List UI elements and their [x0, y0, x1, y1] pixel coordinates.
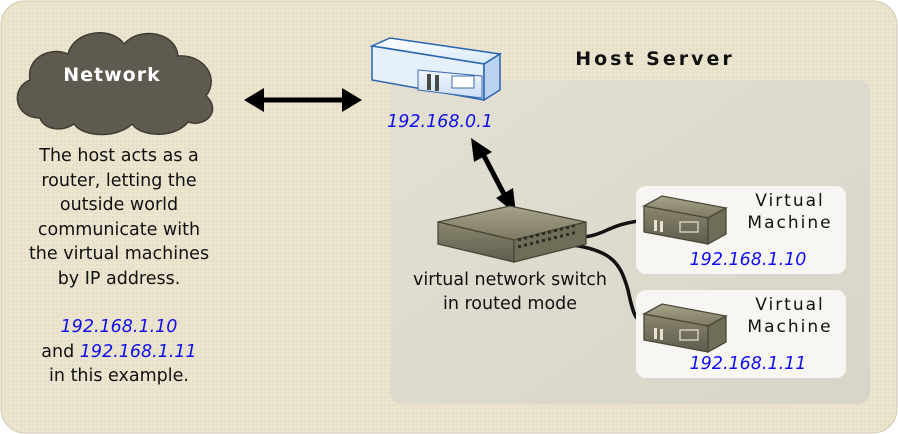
description-line: by IP address.: [57, 268, 181, 289]
description-block: The host acts as a router, letting the o…: [10, 144, 228, 389]
vm-label-line1: Virtual: [755, 191, 825, 211]
vm-ip-1: 192.168.1.10: [689, 250, 807, 270]
network-router-arrow: [244, 88, 362, 112]
switch-label: virtual network switch in routed mode: [392, 268, 628, 316]
description-line: the virtual machines: [28, 244, 210, 264]
example-ip-2: 192.168.1.11: [79, 341, 197, 362]
example-suffix: in this example.: [49, 366, 189, 386]
vm-label-line2: Machine: [747, 213, 833, 233]
description-line: communicate with: [37, 219, 201, 240]
router-icon: [369, 37, 503, 102]
host-server-title: Host Server: [575, 48, 735, 70]
router-ip: 192.168.0.1: [387, 112, 493, 132]
description-line: outside world: [59, 195, 179, 215]
example-line-2: and 192.168.1.11: [10, 340, 228, 365]
switch-label-line2: in routed mode: [442, 294, 578, 314]
vm-label-line1: Virtual: [755, 295, 825, 315]
network-label: Network: [63, 64, 161, 86]
vm-label-line2: Machine: [747, 317, 833, 337]
switch-label-line1: virtual network switch: [412, 270, 607, 290]
example-and: and: [41, 341, 75, 362]
vm-ip-2: 192.168.1.11: [689, 354, 807, 374]
vm-server-icon: [642, 303, 728, 354]
vm-label-2: Virtual Machine: [734, 294, 846, 338]
example-ip-1: 192.168.1.10: [60, 317, 178, 337]
description-line: router, letting the: [41, 170, 197, 191]
vm-server-icon: [642, 195, 728, 246]
vm-label-1: Virtual Machine: [734, 190, 846, 234]
network-cloud-icon: [16, 32, 214, 136]
switch-icon: [437, 205, 587, 263]
description-line: The host acts as a: [39, 146, 199, 166]
